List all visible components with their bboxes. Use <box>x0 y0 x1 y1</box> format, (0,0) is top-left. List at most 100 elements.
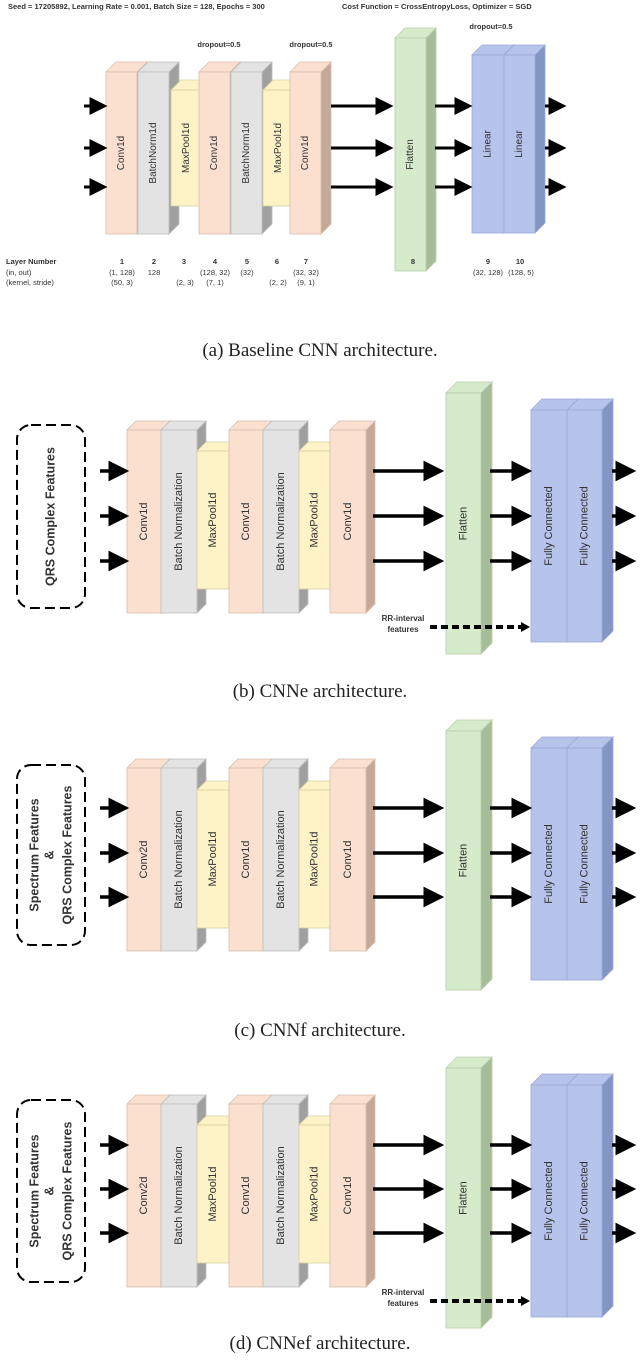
d-layer-2-label: Batch Normalization <box>173 1146 185 1244</box>
b-layer-5-label: Batch Normalization <box>275 472 287 570</box>
a-in-out-7: (128, 5) <box>508 268 534 277</box>
a-flatten-label: Flatten <box>405 139 416 170</box>
b-rr-label-1: RR-interval <box>382 614 425 623</box>
c-layer-6-label: MaxPool1d <box>308 831 320 886</box>
c-fc-2-label: Fully Connected <box>578 824 590 904</box>
a-layer-number-6: 6 <box>275 257 279 266</box>
a-layer-number-2: 2 <box>152 257 156 266</box>
caption-c: (c) CNNf architecture. <box>234 1020 406 1041</box>
caption-d: (d) CNNef architecture. <box>229 1333 411 1354</box>
hyperparameters-text: Seed = 17205892, Learning Rate = 0.001, … <box>8 2 265 11</box>
cost-function-text: Cost Function = CrossEntropyLoss, Optimi… <box>342 2 532 11</box>
panel-a-baseline-cnn: Seed = 17205892, Learning Rate = 0.001, … <box>6 2 567 287</box>
a-layer-number-7: 7 <box>304 257 308 266</box>
d-layer-3-label: MaxPool1d <box>207 1166 219 1221</box>
a-layer-7: Conv1d <box>289 61 332 235</box>
b-layer-2-label: Batch Normalization <box>173 472 185 570</box>
b-fc-1-label: Fully Connected <box>543 486 555 566</box>
a-flatten: Flatten <box>394 27 437 272</box>
a-dropout-3: dropout=0.5 <box>469 22 512 31</box>
a-layer-number-3: 3 <box>182 257 186 266</box>
d-fc-2-label: Fully Connected <box>578 1161 590 1241</box>
b-layer-3-label: MaxPool1d <box>207 492 219 547</box>
caption-a: (a) Baseline CNN architecture. <box>202 340 438 361</box>
c-input-text-2: & <box>42 850 56 859</box>
a-layer-number-8: 8 <box>411 257 415 266</box>
a-layer-2-label: BatchNorm1d <box>148 122 159 183</box>
a-in-out-4: (32) <box>240 268 254 277</box>
b-layer-1-label: Conv1d <box>138 503 150 541</box>
d-flatten-label: Flatten <box>457 1181 469 1215</box>
a-layer-number-4: 4 <box>213 257 218 266</box>
a-kernel-stride-4: (2, 2) <box>269 278 287 287</box>
c-flatten: Flatten <box>445 719 493 991</box>
b-input-box <box>16 424 86 609</box>
b-layer-6-label: MaxPool1d <box>308 492 320 547</box>
c-layer-7-label: Conv1d <box>342 841 354 879</box>
a-layer-3-label: MaxPool1d <box>181 123 192 173</box>
a-layer-1-label: Conv1d <box>116 136 127 170</box>
b-input-text-1: QRS Complex Features <box>43 447 57 586</box>
a-row-label-1: Layer Number <box>6 257 57 266</box>
a-kernel-stride-3: (7, 1) <box>206 278 224 287</box>
a-dropout-1: dropout=0.5 <box>197 40 240 49</box>
d-rr-label-2: features <box>387 1299 419 1308</box>
a-kernel-stride-1: (50, 3) <box>111 278 133 287</box>
a-row-label-2: (in, out) <box>6 268 32 277</box>
d-layer-4-label: Conv1d <box>240 1177 252 1215</box>
c-input-box <box>16 764 86 946</box>
c-fc-1-label: Fully Connected <box>543 824 555 904</box>
d-layer-1-label: Conv2d <box>138 1177 150 1215</box>
a-layer-number-10: 10 <box>516 257 524 266</box>
panel-c-cnnf: Conv2d Batch Normalization MaxPool1d Conv1d… <box>16 719 637 991</box>
a-kernel-stride-2: (2, 3) <box>176 278 194 287</box>
b-layer-7-label: Conv1d <box>342 503 354 541</box>
d-input-text-1: Spectrum Features <box>27 1134 41 1247</box>
b-flatten-label: Flatten <box>457 507 469 541</box>
a-in-out-5: (32, 32) <box>293 268 319 277</box>
d-input-box <box>16 1099 86 1283</box>
b-flatten: Flatten <box>445 381 493 655</box>
c-layer-3-label: MaxPool1d <box>207 831 219 886</box>
d-fc-1-label: Fully Connected <box>543 1161 555 1241</box>
panel-d-cnnef: Conv2d Batch Normalization MaxPool1d Conv1d… <box>16 1056 637 1329</box>
b-layer-7: Conv1d <box>329 420 376 614</box>
c-flatten-label: Flatten <box>457 844 469 878</box>
a-layer-6-label: MaxPool1d <box>273 123 284 173</box>
a-layer-number-9: 9 <box>486 257 490 266</box>
a-in-out-3: (128, 32) <box>200 268 231 277</box>
a-linear-2-label: Linear <box>514 129 525 157</box>
a-linear-1-label: Linear <box>483 129 494 157</box>
a-layer-number-1: 1 <box>120 257 124 266</box>
d-fc-2: Fully Connected <box>566 1073 614 1318</box>
b-rr-label-2: features <box>387 625 419 634</box>
c-fc-2: Fully Connected <box>566 736 614 981</box>
d-layer-5-label: Batch Normalization <box>275 1146 287 1244</box>
a-layer-5-label: BatchNorm1d <box>241 122 252 183</box>
a-in-out-2: 128 <box>148 268 161 277</box>
c-layer-1-label: Conv2d <box>138 841 150 879</box>
c-layer-7: Conv1d <box>329 758 376 952</box>
a-layer-7-label: Conv1d <box>300 136 311 170</box>
b-fc-2: Fully Connected <box>566 398 614 643</box>
d-rr-label-1: RR-interval <box>382 1288 425 1297</box>
a-in-out-6: (32, 128) <box>473 268 504 277</box>
a-linear-2: Linear <box>503 44 546 234</box>
d-layer-7: Conv1d <box>329 1094 376 1288</box>
d-flatten: Flatten <box>445 1056 493 1329</box>
c-layer-5-label: Batch Normalization <box>275 810 287 908</box>
c-layer-4-label: Conv1d <box>240 841 252 879</box>
b-fc-2-label: Fully Connected <box>578 486 590 566</box>
d-input-text-2: & <box>42 1186 56 1195</box>
panel-b-cnne: Conv1d Batch Normalization MaxPool1d Conv1d… <box>16 381 637 655</box>
d-layer-6-label: MaxPool1d <box>308 1166 320 1221</box>
d-input-text-3: QRS Complex Features <box>60 1121 74 1260</box>
a-layer-number-5: 5 <box>245 257 249 266</box>
d-layer-7-label: Conv1d <box>342 1177 354 1215</box>
c-input-text-1: Spectrum Features <box>27 798 41 911</box>
a-in-out-1: (1, 128) <box>109 268 135 277</box>
c-input-text-3: QRS Complex Features <box>60 785 74 924</box>
a-row-label-3: (kernel, stride) <box>6 278 54 287</box>
caption-b: (b) CNNe architecture. <box>232 681 408 702</box>
